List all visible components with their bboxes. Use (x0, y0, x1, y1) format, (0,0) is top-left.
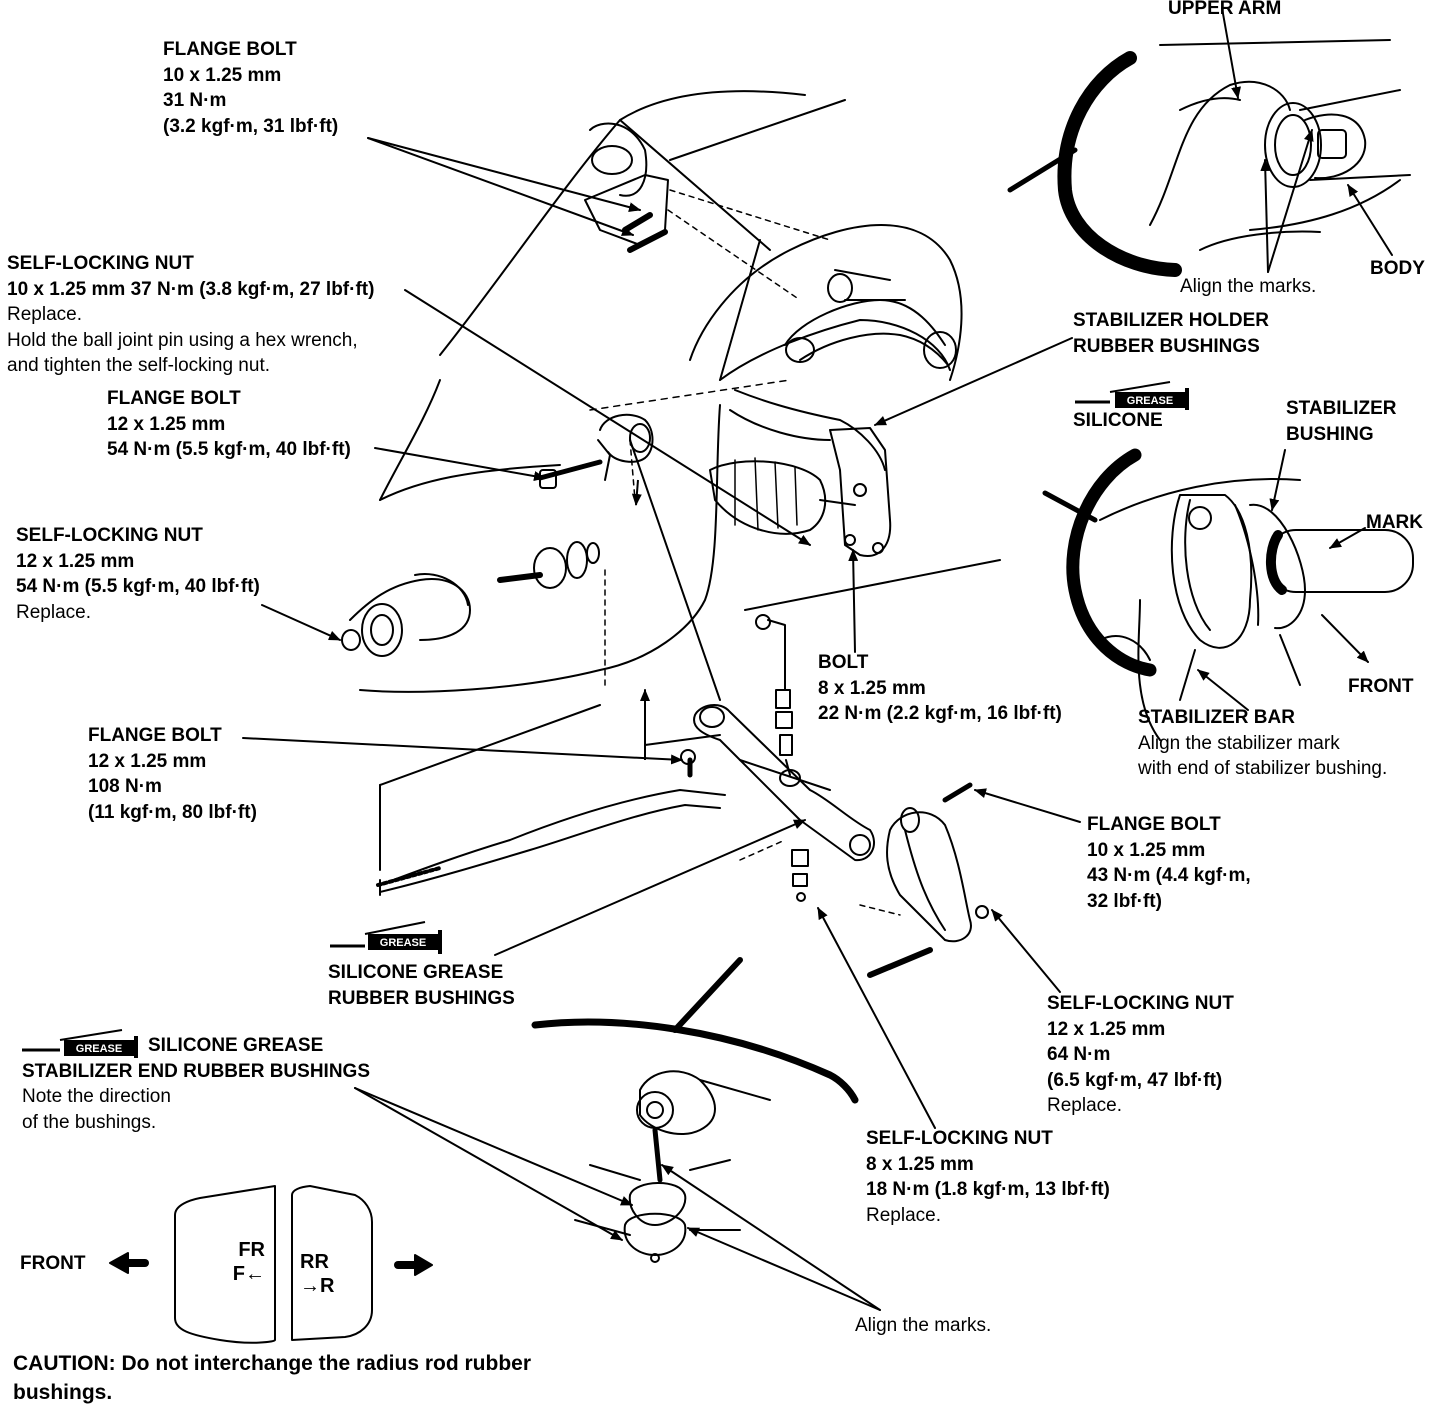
bushing-fr-label: FR F← (232, 1239, 265, 1285)
flange-bolt-4-label: FLANGE BOLT 10 x 1.25 mm 43 N·m (4.4 kgf… (1087, 814, 1251, 912)
body-and-knuckle (359, 90, 963, 701)
self-locking-nut-3-label: SELF-LOCKING NUT 12 x 1.25 mm 64 N·m (6.… (1047, 993, 1234, 1116)
stabilizer-holder-label: STABILIZER HOLDER RUBBER BUSHINGS (1073, 310, 1269, 357)
silicone-grease-rubber-label: SILICONE GREASE RUBBER BUSHINGS (328, 962, 515, 1009)
mark-label: MARK (1366, 512, 1423, 533)
self-locking-nut-1-label: SELF-LOCKING NUT 10 x 1.25 mm 37 N·m (3.… (7, 253, 375, 376)
front-right-label: FRONT (1348, 676, 1414, 697)
radius-rod-bushings (341, 541, 600, 657)
grease-gun-icon: GREASE (22, 1029, 138, 1058)
self-locking-nut-2-label: SELF-LOCKING NUT 12 x 1.25 mm 54 N·m (5.… (16, 525, 260, 623)
stabilizer-bushing-label: STABILIZER BUSHING (1286, 398, 1397, 445)
stabilizer-end-detail (531, 957, 859, 1263)
lower-link-nuts (791, 849, 809, 902)
flange-bolt-1-label: FLANGE BOLT 10 x 1.25 mm 31 N·m (3.2 kgf… (163, 39, 339, 137)
grease-tag-text: GREASE (380, 937, 426, 949)
flange-bolt-2-label: FLANGE BOLT 12 x 1.25 mm 54 N·m (5.5 kgf… (107, 388, 351, 460)
align-marks-top-label: Align the marks. (1180, 276, 1317, 297)
stabilizer-bar-label: STABILIZER BAR Align the stabilizer mark… (1138, 707, 1388, 779)
lower-bracket (537, 413, 654, 489)
flange-bolt-3-label: FLANGE BOLT 12 x 1.25 mm 108 N·m (11 kgf… (88, 725, 257, 823)
bolt-label: BOLT 8 x 1.25 mm 22 N·m (2.2 kgf·m, 16 l… (818, 652, 1062, 724)
caution-note: CAUTION: Do not interchange the radius r… (13, 1352, 532, 1404)
silicone-top-label: SILICONE (1073, 410, 1163, 431)
bushing-orientation-boxes (174, 1185, 373, 1344)
stabilizer-link (755, 614, 793, 776)
grease-tag-text: GREASE (76, 1043, 122, 1055)
grease-tag-text: GREASE (1127, 395, 1173, 407)
bushing-rr-label: RR →R (300, 1251, 335, 1297)
grease-gun-icon: GREASE (1075, 381, 1189, 410)
front-bottom-label: FRONT (20, 1253, 86, 1274)
self-locking-nut-4-label: SELF-LOCKING NUT 8 x 1.25 mm 18 N·m (1.8… (866, 1128, 1110, 1226)
stabilizer-bushing-inset (1042, 448, 1414, 741)
upper-arm-inset (1007, 39, 1411, 277)
align-marks-bottom-label: Align the marks. (855, 1315, 992, 1336)
grease-gun-icon: GREASE (330, 921, 442, 954)
knuckle-bracket (859, 782, 989, 978)
stabilizer-end-label: SILICONE GREASE STABILIZER END RUBBER BU… (22, 1035, 370, 1133)
body-label: BODY (1370, 258, 1425, 279)
upper-arm-label: UPPER ARM (1168, 0, 1282, 19)
